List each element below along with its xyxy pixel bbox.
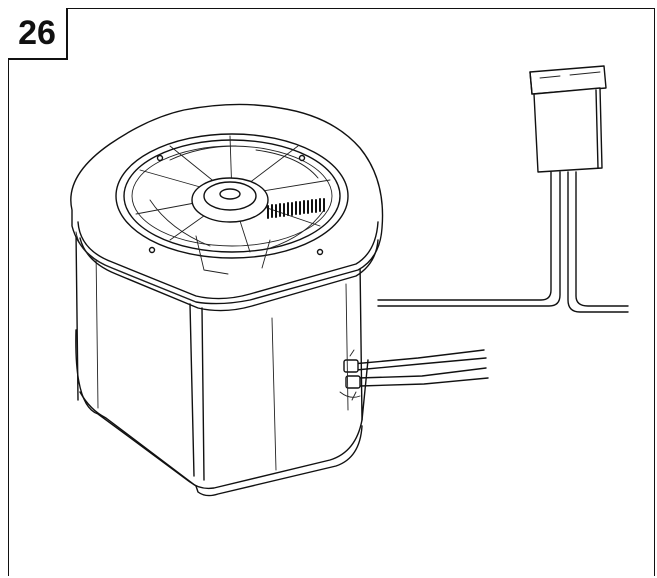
figure-frame [8,8,655,576]
step-number: 26 [18,13,56,52]
conduit-lines-icon [377,171,629,313]
refrigerant-lines-icon [343,349,489,401]
fan-label-hatch [267,198,325,219]
disconnect-box-icon [529,65,607,173]
condenser-unit-icon [70,103,384,497]
step-number-badge: 26 [8,8,68,60]
